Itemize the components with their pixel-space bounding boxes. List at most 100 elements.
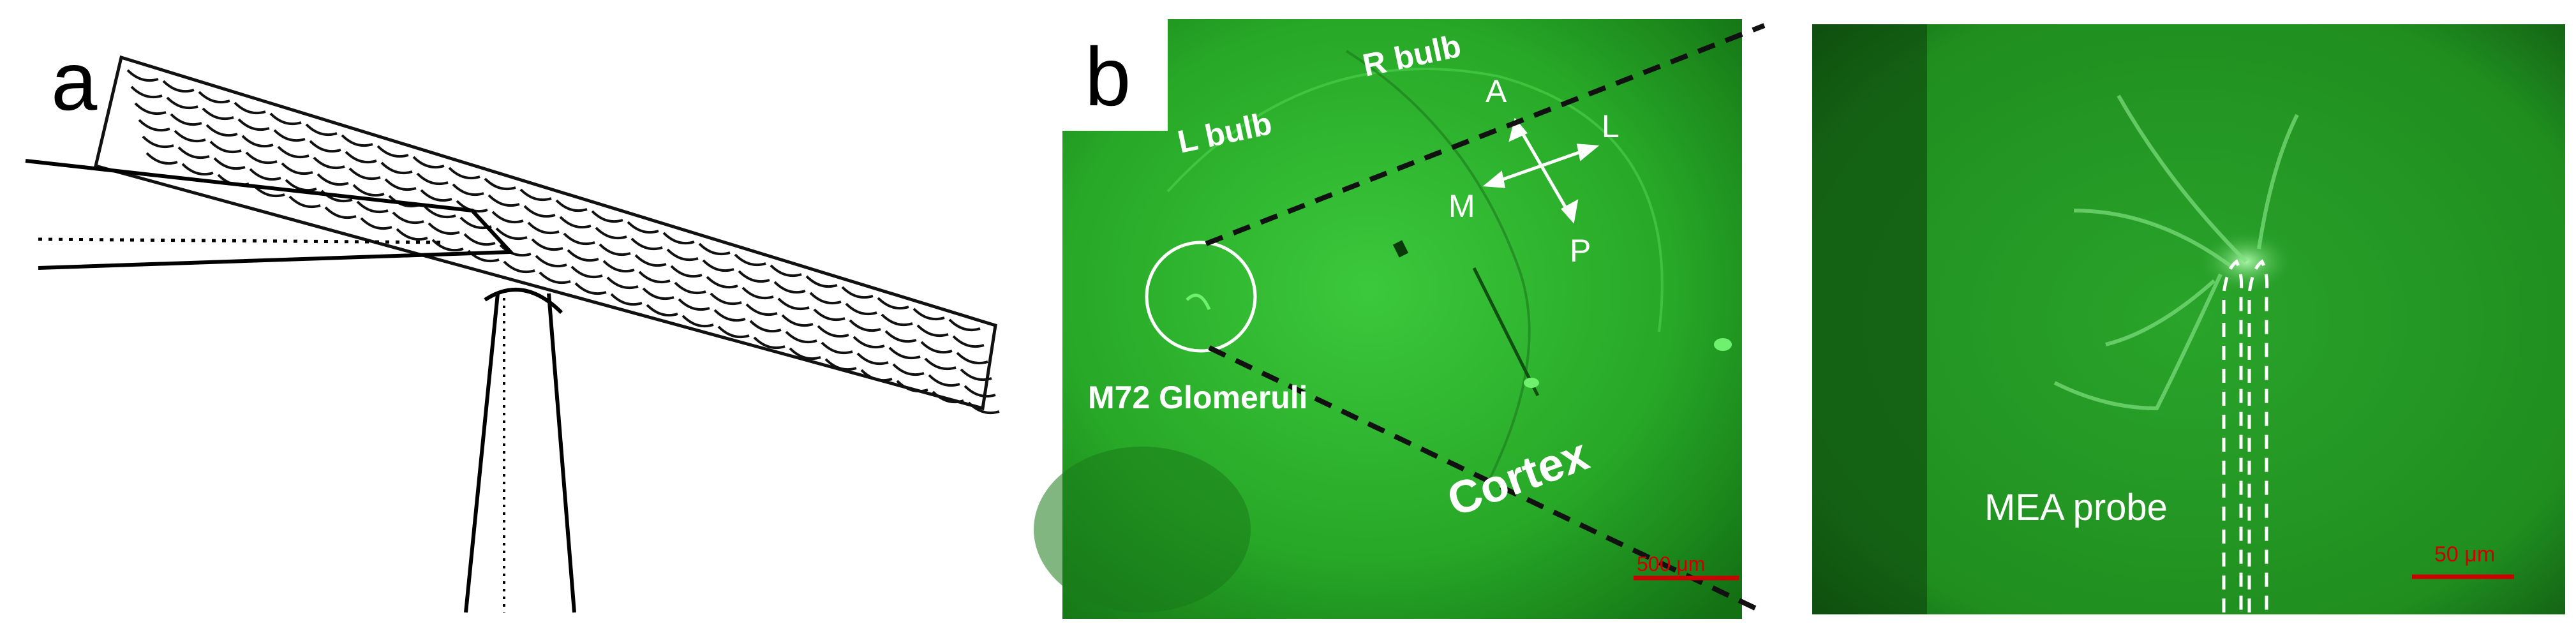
scale-mark	[162, 80, 195, 93]
scale-mark	[849, 319, 881, 332]
scale-mark	[666, 248, 699, 262]
scale-mark	[360, 217, 392, 230]
scale-mark	[237, 118, 270, 131]
scale-mark	[964, 385, 996, 398]
scale-mark	[681, 315, 714, 328]
scale-mark	[198, 91, 230, 104]
scale-mark	[503, 260, 535, 274]
scale-mark	[181, 163, 214, 176]
scale-mark	[881, 313, 913, 327]
scale-mark	[384, 178, 417, 191]
label-axis-l: L	[1602, 108, 1619, 144]
scale-mark	[745, 303, 778, 316]
scale-mark	[531, 238, 563, 251]
scale-mark	[896, 380, 928, 393]
scale-mark	[305, 123, 338, 137]
bulb-outline	[1166, 68, 1664, 332]
scale-mark	[948, 318, 981, 332]
scale-mark	[241, 135, 274, 148]
scale-mark	[356, 200, 389, 214]
scale-mark	[738, 270, 770, 283]
label-mea-probe: MEA probe	[1984, 487, 2168, 528]
scale-mark	[634, 254, 667, 267]
scale-mark	[535, 255, 567, 268]
scale-mark	[710, 292, 742, 306]
horizontal-pipette	[25, 159, 515, 270]
scale-mark	[852, 336, 885, 349]
scale-mark	[602, 260, 635, 273]
scale-mark	[860, 369, 893, 382]
vertical-pipette	[464, 288, 576, 613]
scale-label-right: 50 μm	[2434, 542, 2495, 567]
scale-mark	[380, 161, 413, 175]
scale-mark	[142, 135, 174, 149]
scale-mark	[499, 244, 532, 257]
scale-label-left: 500 μm	[1637, 553, 1705, 575]
scale-mark	[495, 227, 528, 241]
scale-mark	[706, 276, 738, 289]
scale-mark	[205, 124, 238, 137]
label-axis-a: A	[1485, 73, 1507, 109]
scale-mark	[824, 358, 857, 371]
scale-mark	[234, 101, 266, 115]
scale-mark	[420, 189, 452, 202]
scale-mark	[717, 325, 750, 339]
panel-a-letter: a	[51, 34, 98, 128]
scale-mark	[392, 211, 424, 225]
zoom-image	[1812, 24, 2565, 614]
scale-mark	[967, 401, 1000, 415]
scale-mark	[785, 330, 817, 344]
scale-mark	[916, 324, 949, 338]
orientation-cross	[1482, 117, 1600, 224]
scale-mark	[599, 243, 631, 256]
mea-probe-outline	[2222, 259, 2269, 612]
scale-mark	[309, 140, 341, 153]
scale-mark	[345, 151, 377, 164]
scale-mark	[145, 152, 178, 165]
scale-mark	[285, 179, 317, 192]
scale-mark	[277, 145, 309, 159]
scale-mark	[523, 205, 556, 218]
scale-mark	[352, 184, 385, 197]
scale-mark	[412, 156, 445, 169]
scale-mark	[817, 325, 849, 338]
scale-mark	[892, 363, 925, 376]
scale-mark	[638, 271, 671, 284]
scale-mark	[630, 237, 663, 251]
scale-mark	[245, 151, 278, 165]
scale-mark	[781, 314, 814, 327]
scale-mark	[416, 172, 449, 186]
scale-mark	[932, 390, 964, 404]
scale-mark	[670, 265, 703, 278]
scale-mark	[805, 275, 838, 288]
scale-mark	[174, 130, 206, 143]
scale-mark	[448, 167, 480, 180]
scale-mark	[563, 232, 595, 246]
scale-mark	[877, 297, 909, 310]
scale-mark	[555, 199, 588, 212]
scale-mark	[770, 264, 802, 278]
scale-mark	[484, 177, 516, 191]
scale-mark	[856, 352, 889, 366]
panel-a-drawing	[25, 55, 1000, 613]
scale-mark	[741, 286, 774, 300]
scale-mark	[662, 232, 695, 245]
scale-mark	[130, 85, 163, 99]
scale-mark	[452, 183, 484, 197]
scale-mark	[952, 335, 985, 348]
scale-mark	[678, 298, 710, 311]
scale-mark	[920, 341, 953, 354]
scale-mark	[567, 249, 599, 262]
scale-mark	[463, 233, 496, 246]
label-glomeruli: M72 Glomeruli	[1088, 380, 1308, 415]
scale-mark	[202, 107, 234, 121]
scale-mark	[424, 205, 456, 219]
scale-mark	[912, 308, 945, 321]
scale-mark	[376, 145, 409, 158]
scale-mark	[288, 195, 321, 209]
scale-mark	[539, 271, 571, 285]
scale-mark	[559, 216, 592, 229]
scale-mark	[166, 96, 198, 110]
